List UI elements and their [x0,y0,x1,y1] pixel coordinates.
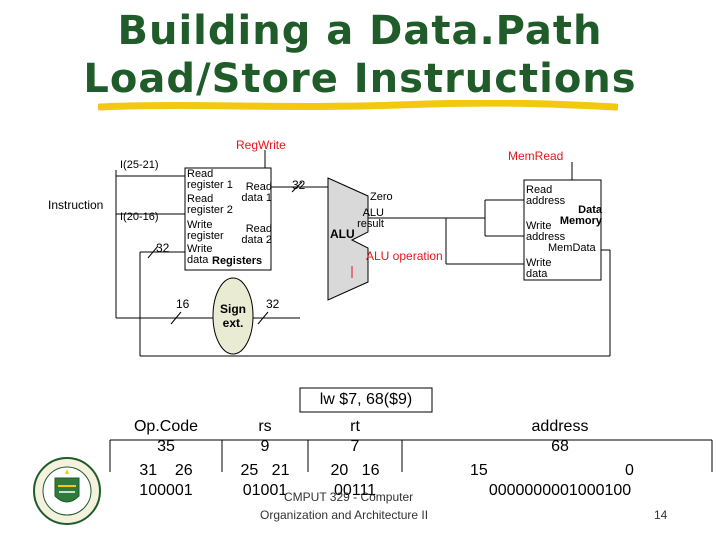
field-address-name: address [531,418,589,435]
field-opcode-value: 35 [157,438,175,455]
label-write-register: Write register [187,219,224,242]
label-memread: MemRead [508,149,564,163]
alu-shape [327,177,369,301]
label-read-data-2: Read data 2 [241,223,272,246]
title-line-2: Load/Store Instructions [83,56,637,102]
label-mem-write-address: Write address [526,220,566,243]
label-read-register-2: Read register 2 [187,193,233,216]
page-number: 14 [654,508,668,522]
label-mem-read-address: Read address [526,184,566,207]
label-data-memory: Data Memory [559,204,602,227]
label-alu-operation: ALU operation [366,249,443,263]
width-32-left: 32 [156,241,170,255]
width-32-top: 32 [292,178,306,192]
field-rt-name: rt [350,418,360,435]
label-sign-ext: Sign ext. [220,302,246,330]
label-memdata: MemData [548,242,596,254]
label-alu-result: ALU result [357,207,384,230]
label-alu: ALU [330,227,355,241]
label-instruction: Instruction [48,198,104,212]
footer-line-2: Organization and Architecture II [260,508,429,522]
field-rs-value: 9 [260,438,270,455]
field-address-bit-left: 15 [470,462,488,479]
sign-extend-ellipse [212,277,254,355]
field-rs-binary: 01001 [242,482,288,499]
label-read-register-1: Read register 1 [187,168,233,191]
label-write-data: Write data [187,243,213,266]
field-rt-binary: 00111 [333,482,377,499]
data-memory-box [523,179,602,281]
instruction-text: lw $7, 68($9) [319,391,413,408]
instruction-text-box [299,387,433,413]
field-opcode-bits: 31 26 [139,462,193,479]
title-line-1: Building a Data.Path [117,8,603,54]
label-mem-write-data: Write data [526,257,552,280]
field-rt-bits: 20 16 [330,462,380,479]
field-address-value: 68 [551,438,569,455]
width-16: 16 [176,297,190,311]
field-address-bit-right: 0 [625,462,634,479]
label-i-25-21: I(25-21) [120,159,159,171]
label-alu-zero: Zero [370,191,393,203]
field-address-binary: 0000000001000100 [488,482,632,499]
field-rs-bits: 25 21 [240,462,290,479]
width-32-ext: 32 [266,297,280,311]
field-opcode-binary: 100001 [139,482,193,499]
footer-line-1: CMPUT 329 - Computer [284,490,414,504]
register-file-box [184,167,272,271]
field-rs-name: rs [258,418,272,435]
label-i-20-16: I(20-16) [120,211,159,223]
field-opcode-name: Op.Code [133,418,199,435]
label-read-data-1: Read data 1 [241,181,272,204]
title-underline-brush [98,100,618,111]
field-rt-value: 7 [350,438,360,455]
label-registers: Registers [212,255,263,267]
label-regwrite: RegWrite [236,138,286,152]
university-seal-logo [33,457,101,525]
